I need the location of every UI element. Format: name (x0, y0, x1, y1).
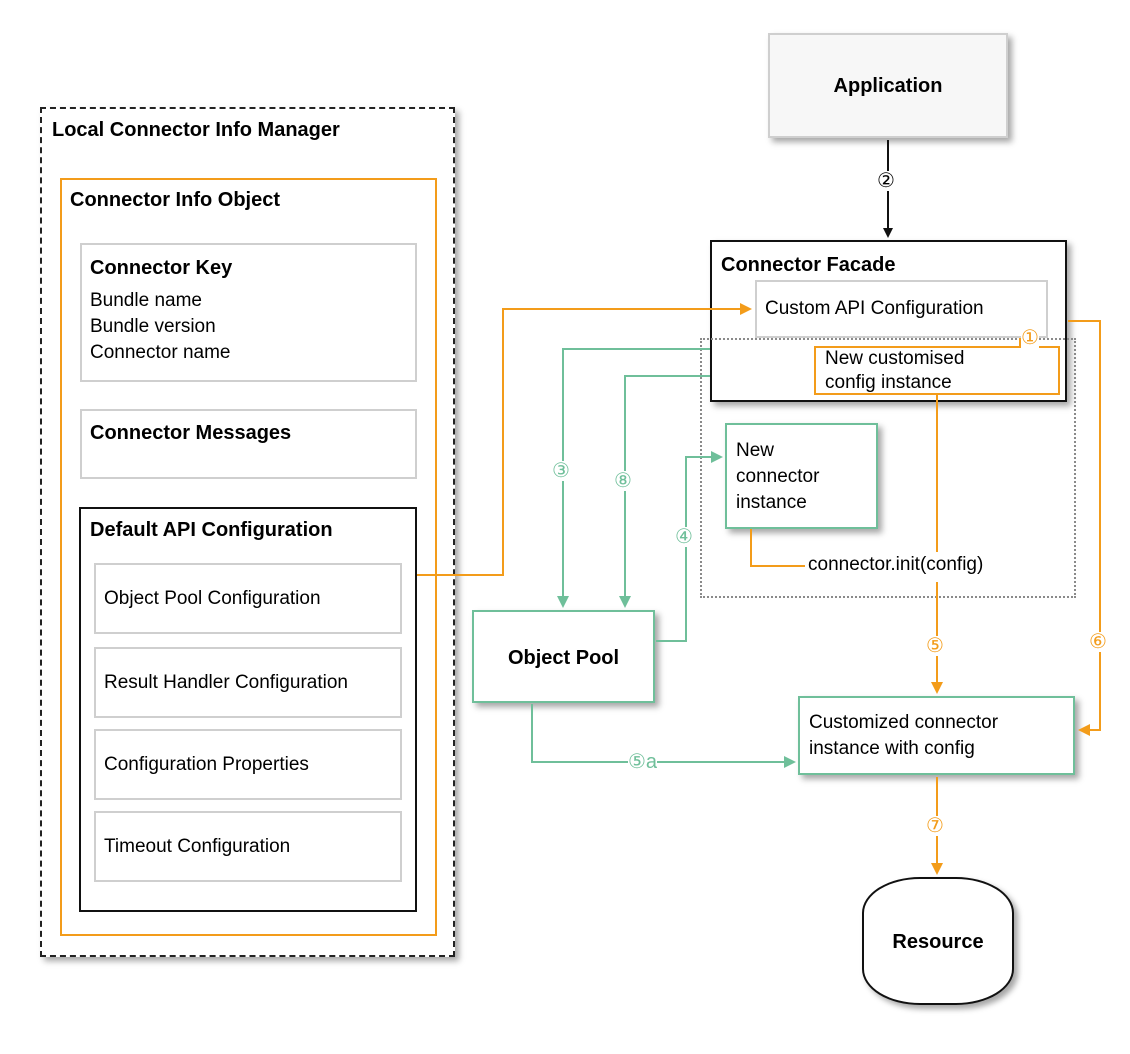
connector-messages: Connector Messages (80, 409, 417, 479)
new-instance-region (700, 338, 1076, 598)
config-item-label: Object Pool Configuration (104, 588, 321, 609)
customized-connector-instance: Customized connector instance with confi… (798, 696, 1075, 775)
customized-line: Customized connector (809, 712, 999, 733)
local-manager-title: Local Connector Info Manager (52, 119, 340, 141)
arrow-facade-to-pool-8 (619, 375, 710, 608)
object-pool-configuration: Object Pool Configuration (94, 563, 402, 634)
customized-line: instance with config (809, 738, 975, 759)
step-4-label: ④ (675, 526, 693, 548)
step-6-label: ⑥ (1089, 631, 1107, 653)
result-handler-configuration: Result Handler Configuration (94, 647, 402, 718)
step-5-label: ⑤ (926, 635, 944, 657)
init-call-label: connector.init(config) (808, 554, 984, 575)
step-7-label: ⑦ (926, 815, 944, 837)
application-title: Application (833, 75, 943, 97)
step-5a-label: ⑤a (628, 751, 658, 773)
new-connector-line: connector (736, 466, 820, 487)
custom-api-configuration: Custom API Configuration (755, 280, 1048, 338)
configuration-properties: Configuration Properties (94, 729, 402, 800)
line-connector-to-init (750, 529, 805, 567)
default-api-config-title: Default API Configuration (90, 519, 333, 541)
connector-facade-title: Connector Facade (721, 254, 896, 276)
arrow-default-to-custom (417, 303, 752, 576)
new-connector-line: instance (736, 492, 807, 513)
arrow-pool-to-customized (531, 704, 796, 768)
resource: Resource (862, 877, 1014, 1005)
application-box: Application (768, 33, 1008, 138)
connector-key-line: Connector name (90, 342, 231, 363)
connector-key-line: Bundle name (90, 290, 202, 311)
new-config-line: config instance (825, 372, 952, 393)
step-1-label: ① (1021, 327, 1039, 349)
connector-key-title: Connector Key (90, 257, 233, 279)
init-call-bg: connector.init(config) (805, 552, 1017, 582)
arrow-facade-to-customized (1068, 320, 1101, 736)
new-connector-line: New (736, 440, 775, 461)
config-item-label: Timeout Configuration (104, 836, 291, 857)
object-pool-title: Object Pool (507, 647, 620, 669)
connector-key-line: Bundle version (90, 316, 216, 337)
info-object-title: Connector Info Object (70, 189, 280, 211)
new-connector-instance: New connector instance (725, 423, 878, 529)
new-config-line: New customised (825, 348, 965, 369)
custom-api-config-label: Custom API Configuration (765, 298, 984, 319)
step-8-label: ⑧ (614, 470, 632, 492)
step-2-label: ② (877, 170, 895, 192)
connector-key: Connector Key Bundle name Bundle version… (80, 243, 417, 382)
new-customised-config-instance: New customised config instance (814, 346, 1060, 395)
arrow-facade-to-pool-3 (557, 348, 710, 608)
config-item-label: Result Handler Configuration (104, 672, 348, 693)
config-item-label: Configuration Properties (104, 754, 309, 775)
object-pool: Object Pool (472, 610, 655, 703)
connector-messages-title: Connector Messages (90, 422, 292, 444)
arrow-pool-to-connector (656, 451, 723, 642)
resource-title: Resource (892, 931, 984, 953)
timeout-configuration: Timeout Configuration (94, 811, 402, 882)
step-3-label: ③ (552, 460, 570, 482)
